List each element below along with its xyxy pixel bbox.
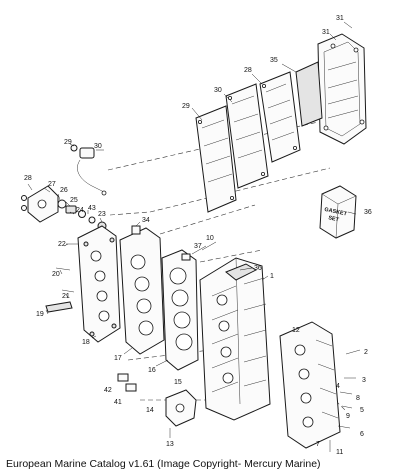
- callout-32: 30: [214, 87, 222, 94]
- callout-33: 31: [322, 29, 330, 36]
- callout-6: 6: [360, 431, 364, 438]
- transfer-port-gasket: [119, 227, 165, 355]
- gasket-set-label-line2: SET: [328, 215, 340, 223]
- callout-43: 43: [88, 205, 96, 212]
- callout-36: 35: [270, 57, 278, 64]
- callout-37: 36: [364, 209, 372, 216]
- callout-9: 9: [346, 413, 350, 420]
- exhaust-divider-plate: [295, 61, 323, 127]
- callout-40: 37: [194, 243, 202, 250]
- exhaust-cover: [317, 33, 367, 145]
- callout-30: 30: [94, 143, 102, 150]
- callout-24: 24: [76, 207, 84, 214]
- callout-42: 42: [104, 387, 112, 394]
- callout-labels: 31 31 28 35 30 29 36 30 29 28 27 26 25 2…: [24, 15, 372, 456]
- callout-17: 17: [114, 355, 122, 362]
- callout-18: 18: [82, 339, 90, 346]
- callout-7: 7: [316, 441, 320, 448]
- exhaust-gasket-upper: [259, 71, 301, 163]
- cylinder-head-gasket: [161, 249, 199, 371]
- callout-22: 22: [58, 241, 66, 248]
- callout-29: 29: [64, 139, 72, 146]
- screws-left: [45, 243, 78, 313]
- callout-19: 19: [36, 311, 44, 318]
- temperature-switch: [77, 147, 107, 196]
- thermostat-housing: [21, 185, 59, 223]
- callout-21: 21: [62, 293, 70, 300]
- thermostat-cover: [165, 389, 197, 427]
- exhaust-gasket-lower: [195, 105, 237, 213]
- callout-31-upper: 28: [244, 67, 252, 74]
- screws-right: [329, 349, 361, 452]
- intake-manifold: [279, 321, 341, 449]
- callout-13: 13: [166, 441, 174, 448]
- callout-20: 20: [52, 271, 60, 278]
- callout-12: 12: [292, 327, 300, 334]
- callout-23: 23: [98, 211, 106, 218]
- callout-35: 34: [142, 217, 150, 224]
- callout-2: 2: [364, 349, 368, 356]
- callout-28: 28: [24, 175, 32, 182]
- callout-26: 26: [60, 187, 68, 194]
- leader-lines: [27, 21, 357, 367]
- callout-15: 15: [174, 379, 182, 386]
- gasket-set-box: GASKET SET: [319, 185, 357, 239]
- callout-27: 27: [48, 181, 56, 188]
- callout-5: 5: [360, 407, 364, 414]
- image-caption: European Marine Catalog v1.61 (Image Cop…: [6, 458, 321, 470]
- callout-16: 16: [148, 367, 156, 374]
- callout-31-lower: 29: [182, 103, 190, 110]
- callout-39: 36: [254, 265, 262, 272]
- plug-40: [181, 253, 191, 261]
- callout-14: 14: [146, 407, 154, 414]
- exhaust-plate: [225, 83, 269, 189]
- callout-34: 31: [336, 15, 344, 22]
- callout-11: 11: [336, 449, 343, 456]
- transfer-port-cover: [77, 225, 121, 343]
- callout-3: 3: [362, 377, 366, 384]
- plug: [131, 225, 141, 235]
- bolts-41-42: [117, 373, 137, 392]
- callout-25: 25: [70, 197, 78, 204]
- callout-41: 41: [114, 399, 122, 406]
- grommet: [70, 144, 78, 152]
- cylinder-block: [199, 257, 271, 421]
- gasket-set-label-line1: GASKET: [324, 207, 348, 218]
- callout-4: 4: [336, 383, 340, 390]
- callout-8: 8: [356, 395, 360, 402]
- callout-10: 10: [206, 235, 214, 242]
- callout-1: 1: [270, 273, 274, 280]
